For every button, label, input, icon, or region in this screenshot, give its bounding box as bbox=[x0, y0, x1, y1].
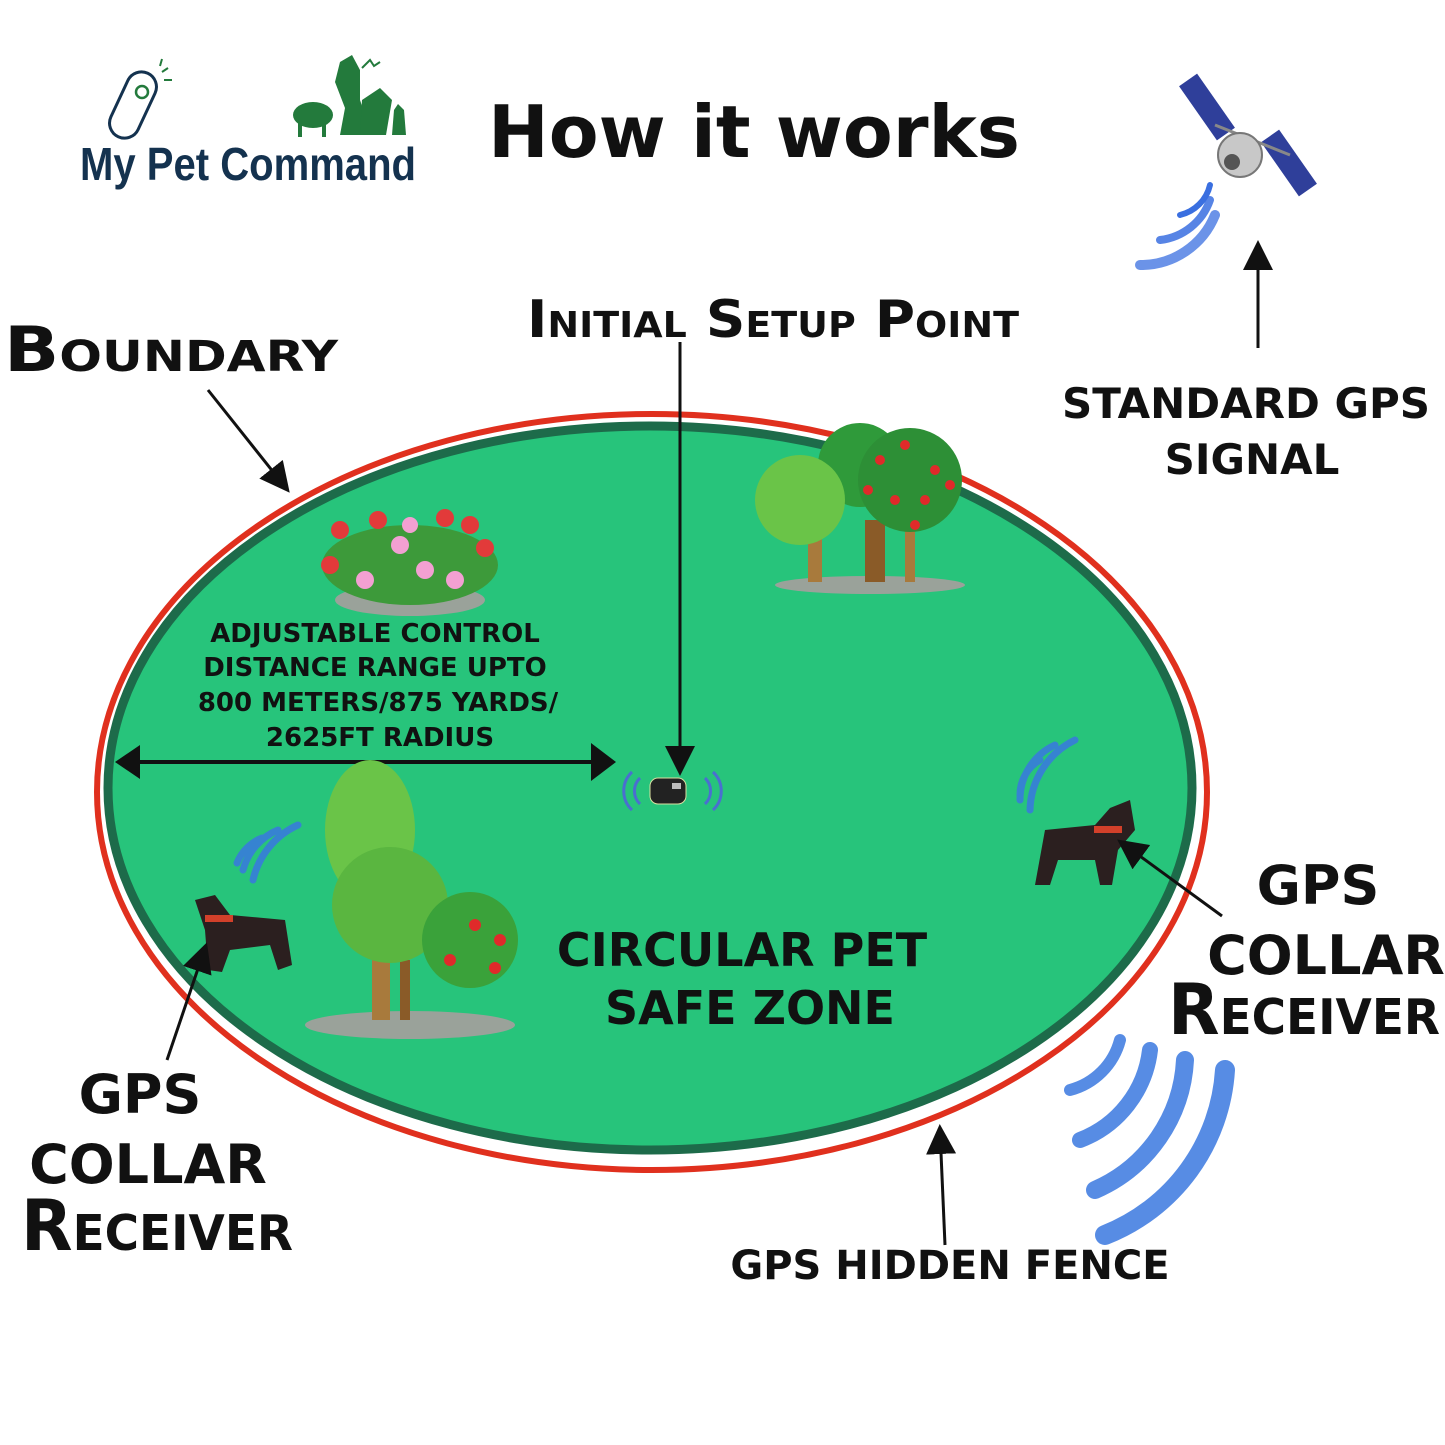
flower-bed-icon bbox=[321, 509, 498, 616]
range-label-line2: DISTANCE RANGE UPTO bbox=[203, 653, 547, 683]
collar-left-label-line3: Receiver bbox=[21, 1185, 293, 1267]
collar-left-arrow bbox=[165, 942, 212, 1061]
range-label-line1: ADJUSTABLE CONTROL bbox=[210, 619, 540, 649]
logo: My Pet Command bbox=[80, 55, 416, 190]
animals-silhouette-icon bbox=[293, 55, 406, 137]
logo-text: My Pet Command bbox=[80, 138, 416, 190]
boundary-arrow bbox=[206, 389, 290, 493]
dog-right-icon bbox=[1016, 736, 1135, 885]
boundary-label: Boundary bbox=[4, 313, 339, 386]
collar-right-label-line3: Receiver bbox=[1168, 969, 1440, 1051]
safe-zone-label-line2: SAFE ZONE bbox=[605, 981, 895, 1035]
trees-top-right-icon bbox=[755, 423, 965, 594]
standard-gps-label-line2: SIGNAL bbox=[1165, 435, 1340, 484]
remote-icon bbox=[108, 58, 172, 140]
standard-gps-label-line1: STANDARD GPS bbox=[1062, 379, 1430, 428]
satellite-icon bbox=[1179, 73, 1317, 197]
collar-left-label-line1: GPS bbox=[79, 1063, 202, 1126]
collar-right-arrow bbox=[1117, 839, 1223, 918]
trees-bottom-left-icon bbox=[305, 760, 518, 1039]
gps-base-unit-icon bbox=[622, 770, 723, 812]
satellite-signal-icon bbox=[1135, 182, 1220, 271]
hidden-fence-arrow bbox=[926, 1124, 957, 1246]
range-label-line3: 800 METERS/875 YARDS/ bbox=[198, 688, 559, 718]
collar-left-label-line2: COLLAR bbox=[29, 1133, 267, 1196]
safe-zone-label-line1: CIRCULAR PET bbox=[557, 923, 928, 977]
initial-setup-point-label: Initial Setup Point bbox=[527, 290, 1019, 350]
collar-right-label-line1: GPS bbox=[1257, 854, 1380, 917]
dog-left-icon bbox=[195, 821, 302, 972]
fence-signal-icon bbox=[1064, 1034, 1235, 1245]
range-label-line4: 2625FT RADIUS bbox=[266, 723, 494, 753]
page-title: How it works bbox=[488, 90, 1020, 174]
hidden-fence-label: GPS HIDDEN FENCE bbox=[730, 1243, 1169, 1289]
collar-right-label-line2: COLLAR bbox=[1207, 924, 1445, 987]
